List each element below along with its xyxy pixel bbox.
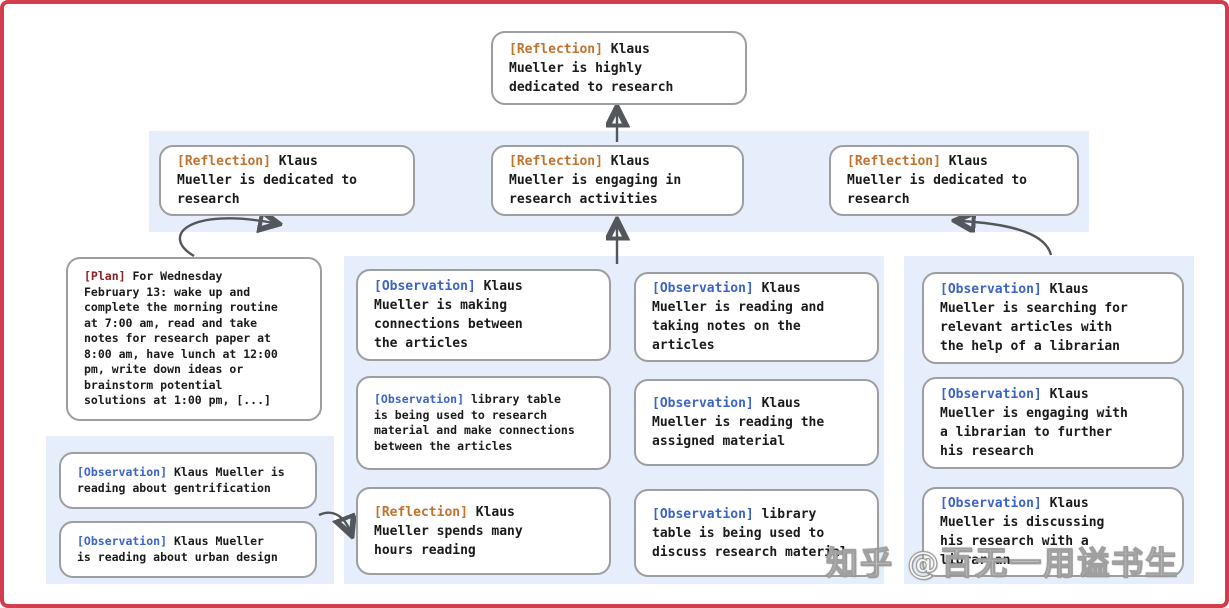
- node-observation-engaging-librarian: [Observation] Klaus Mueller is engaging …: [922, 377, 1184, 469]
- node-text: Klaus Mueller is discussing his research…: [940, 496, 1105, 568]
- observation-tag: [Observation]: [652, 396, 754, 411]
- reflection-tag: [Reflection]: [509, 41, 603, 57]
- node-text: Klaus Mueller is highly dedicated to res…: [509, 41, 674, 95]
- observation-tag: [Observation]: [374, 279, 476, 294]
- observation-tag: [Observation]: [940, 387, 1042, 402]
- reflection-tag: [Reflection]: [847, 154, 941, 169]
- node-reflection-root: [Reflection] Klaus Mueller is highly ded…: [491, 31, 747, 105]
- node-text: Klaus Mueller is searching for relevant …: [940, 282, 1128, 354]
- node-observation-taking-notes: [Observation] Klaus Mueller is reading a…: [634, 272, 879, 362]
- observation-tag: [Observation]: [77, 534, 168, 548]
- node-text: library table is being used to discuss r…: [652, 506, 848, 560]
- reflection-tag: [Reflection]: [177, 154, 271, 169]
- node-reflection-hours-reading: [Reflection] Klaus Mueller spends many h…: [356, 487, 611, 575]
- node-text: Klaus Mueller is reading about gentrific…: [77, 465, 285, 495]
- node-observation-urban-design: [Observation] Klaus Mueller is reading a…: [59, 521, 317, 578]
- node-observation-discussing-research: [Observation] Klaus Mueller is discussin…: [922, 487, 1184, 577]
- node-text: Klaus Mueller spends many hours reading: [374, 504, 523, 558]
- node-text: Klaus Mueller is making connections betw…: [374, 279, 523, 351]
- observation-tag: [Observation]: [940, 496, 1042, 511]
- observation-tag: [Observation]: [652, 506, 754, 522]
- node-observation-assigned-material: [Observation] Klaus Mueller is reading t…: [634, 379, 879, 466]
- observation-tag: [Observation]: [77, 465, 168, 479]
- observation-tag: [Observation]: [652, 281, 754, 296]
- node-text: Klaus Mueller is reading and taking note…: [652, 281, 825, 353]
- node-text: Klaus Mueller is dedicated to research: [177, 154, 358, 207]
- node-text: library table is being used to research …: [374, 392, 575, 453]
- node-observation-gentrification: [Observation] Klaus Mueller is reading a…: [59, 452, 317, 509]
- node-text: For Wednesday February 13: wake up and c…: [84, 269, 278, 408]
- node-text: Klaus Mueller is reading about urban des…: [77, 534, 278, 564]
- node-reflection-left: [Reflection] Klaus Mueller is dedicated …: [159, 145, 415, 216]
- node-text: Klaus Mueller is engaging with a librari…: [940, 387, 1128, 459]
- node-observation-searching-articles: [Observation] Klaus Mueller is searching…: [922, 272, 1184, 364]
- node-text: Klaus Mueller is reading the assigned ma…: [652, 396, 825, 449]
- reflection-tag: [Reflection]: [509, 154, 603, 169]
- zhihu-watermark: 知乎 @百无一用谥书生: [825, 543, 1180, 582]
- node-text: Klaus Mueller is engaging in research ac…: [509, 154, 682, 207]
- node-observation-library-discuss: [Observation] library table is being use…: [634, 489, 879, 577]
- plan-tag: [Plan]: [84, 269, 126, 284]
- observation-tag: [Observation]: [940, 282, 1042, 297]
- node-observation-connections: [Observation] Klaus Mueller is making co…: [356, 269, 611, 361]
- observation-tag: [Observation]: [374, 392, 465, 406]
- node-reflection-center: [Reflection] Klaus Mueller is engaging i…: [491, 145, 744, 216]
- node-plan: [Plan] For Wednesday February 13: wake u…: [66, 257, 322, 421]
- reflection-tag: [Reflection]: [374, 504, 468, 520]
- node-text: Klaus Mueller is dedicated to research: [847, 154, 1028, 207]
- node-reflection-right: [Reflection] Klaus Mueller is dedicated …: [829, 145, 1079, 216]
- node-observation-library-research: [Observation] library table is being use…: [356, 376, 611, 470]
